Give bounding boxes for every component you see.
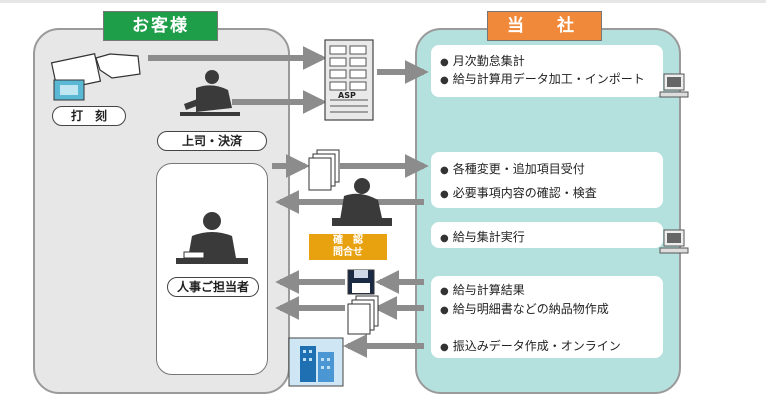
step-content-check: 必要事項内容の確認・検査 bbox=[440, 184, 597, 201]
step-transfer-data: 振込みデータ作成・オンライン bbox=[440, 337, 621, 354]
computer-icon bbox=[659, 73, 689, 98]
documents-icon bbox=[308, 149, 340, 191]
company-step-group-1: 月次勤怠集計 給与計算用データ加工・インポート bbox=[431, 45, 663, 97]
hr-label: 人事ご担当者 bbox=[167, 277, 259, 297]
server-icon bbox=[324, 39, 374, 121]
staff-icon bbox=[332, 178, 392, 226]
bank-building-icon bbox=[288, 337, 344, 387]
deliverables-icon bbox=[347, 295, 379, 335]
step-change-requests: 各種変更・追加項目受付 bbox=[440, 160, 585, 177]
floppy-disk-icon bbox=[347, 269, 375, 295]
customer-header: お客様 bbox=[103, 11, 218, 41]
step-deliverables: 給与明細書などの納品物作成 bbox=[440, 300, 609, 317]
computer-icon bbox=[659, 229, 689, 254]
timecard-icon bbox=[50, 53, 141, 101]
company-step-group-4: 給与計算結果 給与明細書などの納品物作成 振込みデータ作成・オンライン bbox=[431, 276, 663, 358]
company-header: 当 社 bbox=[487, 11, 602, 41]
company-step-group-2: 各種変更・追加項目受付 必要事項内容の確認・検査 bbox=[431, 152, 663, 208]
flow-arrows bbox=[148, 46, 429, 358]
approval-label: 上司・決済 bbox=[157, 131, 267, 151]
hr-box bbox=[156, 163, 268, 375]
confirm-text: 確 認 bbox=[333, 235, 363, 246]
step-payroll-run: 給与集計実行 bbox=[440, 228, 525, 245]
inquiry-text: 問合せ bbox=[333, 247, 363, 258]
step-monthly-attendance: 月次勤怠集計 bbox=[440, 52, 525, 69]
server-label: ASP bbox=[338, 91, 356, 100]
supervisor-icon bbox=[180, 70, 240, 116]
confirm-inquiry-badge: 確 認 問合せ bbox=[309, 234, 387, 260]
top-divider bbox=[0, 0, 766, 3]
hr-person-icon bbox=[176, 212, 248, 264]
punch-label: 打 刻 bbox=[52, 106, 126, 126]
company-step-group-3: 給与集計実行 bbox=[431, 222, 663, 248]
step-data-import: 給与計算用データ加工・インポート bbox=[440, 70, 645, 87]
step-payroll-results: 給与計算結果 bbox=[440, 281, 525, 298]
